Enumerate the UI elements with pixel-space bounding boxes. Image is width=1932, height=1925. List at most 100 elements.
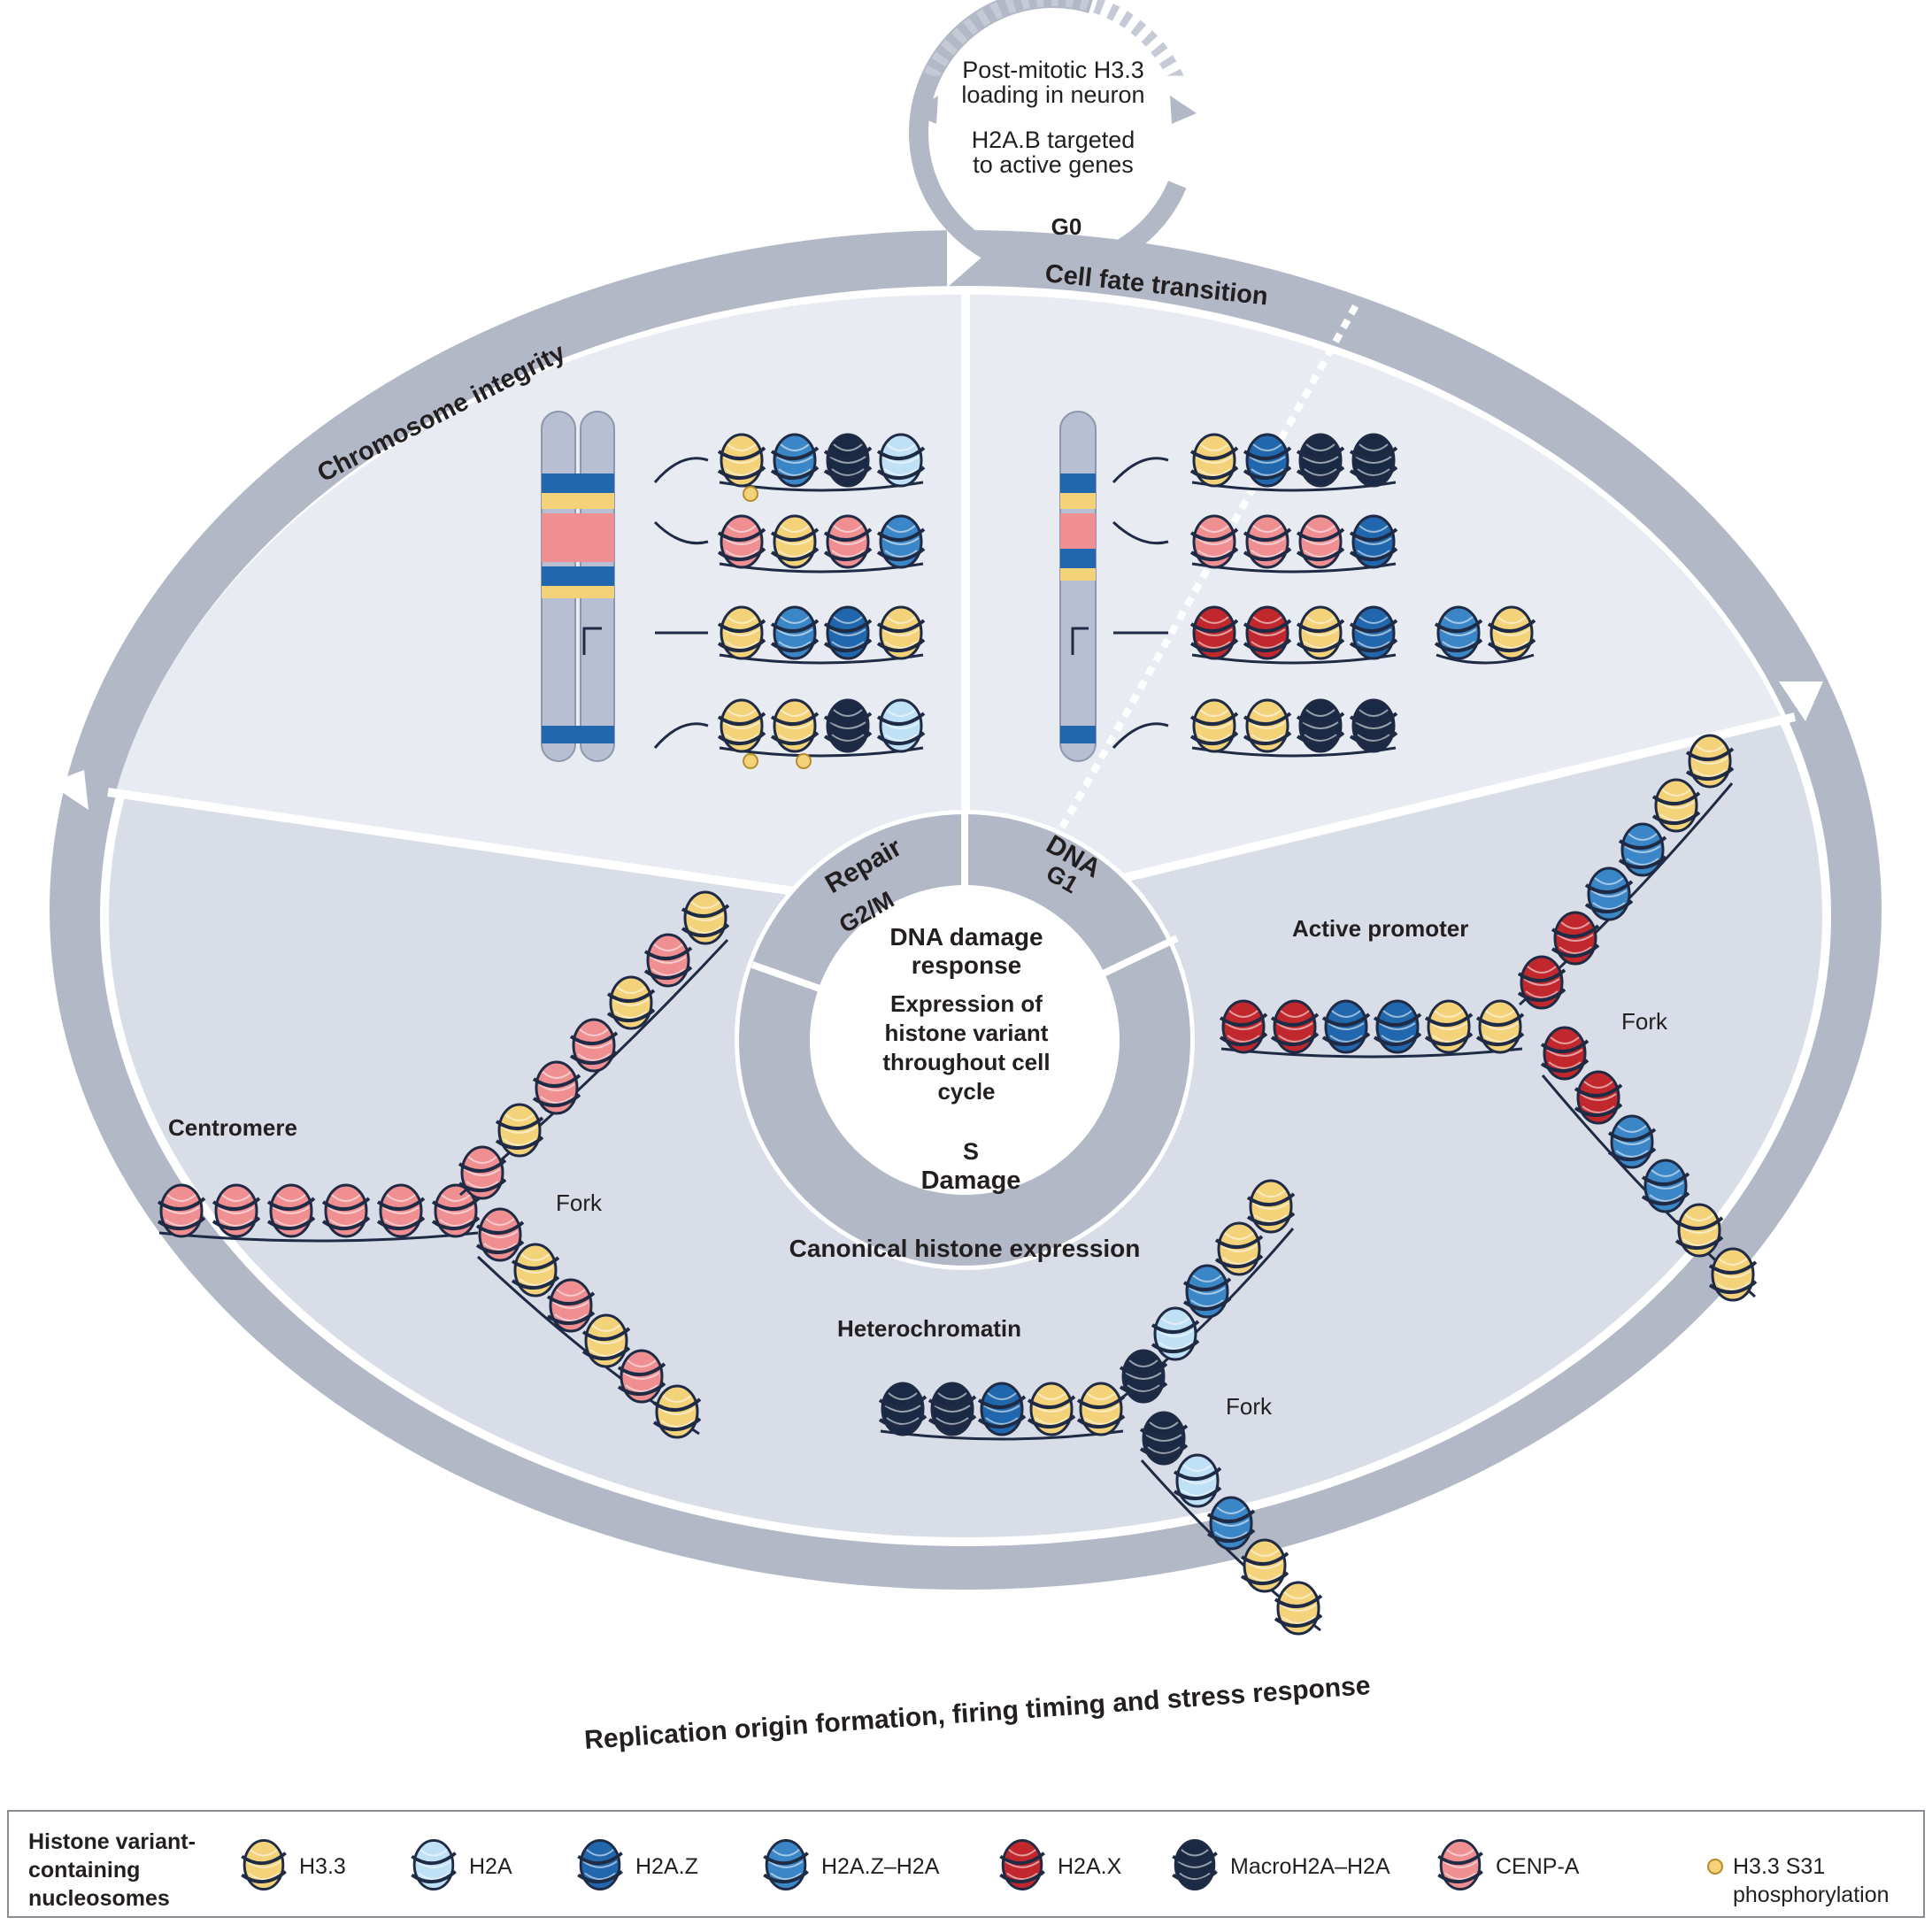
inner-label-s: S: [963, 1138, 979, 1165]
h2az-nucleosome-icon: [1349, 514, 1398, 569]
cenpa-nucleosome-icon: [546, 1278, 596, 1333]
cenpa-nucleosome-icon: [212, 1183, 261, 1238]
h2ax-nucleosome-icon: [1517, 955, 1566, 1010]
h33-nucleosome-icon: [511, 1243, 560, 1297]
h2az-nucleosome-icon: [1243, 433, 1292, 488]
dashed-divider: [1058, 299, 1362, 829]
h2ax-nucleosome-icon: [1219, 999, 1268, 1054]
h33-nucleosome-icon: [1076, 1382, 1126, 1436]
inner-label-damage: Damage: [921, 1167, 1021, 1195]
h33-nucleosome-icon: [1027, 1382, 1076, 1436]
cenpa-nucleosome-icon: [321, 1183, 371, 1238]
h33-nucleosome-icon: [1424, 999, 1474, 1054]
g0-note2-line2: to active genes: [973, 151, 1134, 178]
h2az-h2a-nucleosome-icon: [1607, 1114, 1657, 1169]
legend: Histone variant- containing nucleosomes …: [7, 1810, 1925, 1918]
h33-nucleosome-icon: [1708, 1247, 1758, 1302]
legend-phospho-line2: phosphorylation: [1733, 1883, 1890, 1907]
phosphorylation-dot-icon: [743, 486, 758, 502]
ring-label-replication: Replication origin formation, firing tim…: [583, 1671, 1371, 1755]
macroh2a-h2a-nucleosome-icon: [1171, 1838, 1219, 1891]
chromosome-arrows: [653, 457, 1169, 750]
inner-center: [810, 885, 1120, 1195]
h2ax-nucleosome-icon: [1574, 1070, 1623, 1125]
legend-item-label: H3.3: [299, 1854, 346, 1879]
label-canonical-histone-expression: Canonical histone expression: [789, 1235, 1141, 1262]
h33-nucleosome-icon: [681, 890, 730, 945]
h2az-h2a-nucleosome-icon: [876, 514, 926, 569]
center-title-line2: response: [912, 951, 1022, 979]
h2a-nucleosome-icon: [1151, 1306, 1200, 1361]
h2az-h2a-nucleosome-icon: [1584, 866, 1634, 921]
h33-nucleosome-icon: [1189, 433, 1239, 488]
h2ax-nucleosome-icon: [998, 1838, 1046, 1891]
h2ax-nucleosome-icon: [1243, 605, 1292, 660]
dna-strand: [1436, 653, 1535, 665]
chromosome-pair-left: [541, 411, 615, 762]
cenpa-nucleosome-icon: [569, 1018, 619, 1073]
h2az-h2a-nucleosome-icon: [770, 605, 820, 660]
h33-nucleosome-icon: [1246, 1179, 1296, 1234]
h33-nucleosome-icon: [717, 698, 766, 753]
phosphorylation-dot-icon: [796, 753, 812, 769]
h33-nucleosome-icon: [1189, 698, 1239, 753]
cenpa-nucleosome-icon: [1296, 514, 1345, 569]
dna-strand: [1220, 1047, 1523, 1059]
dna-strand: [158, 1231, 479, 1243]
h33-nucleosome-icon: [1296, 605, 1345, 660]
chromosome-right: [1059, 411, 1097, 762]
h33-nucleosome-icon: [1214, 1221, 1264, 1276]
h33-nucleosome-icon: [652, 1384, 702, 1439]
legend-phospho-line1: H3.3 S31: [1733, 1854, 1825, 1879]
h33-nucleosome-icon: [717, 605, 766, 660]
label-active-promoter: Active promoter: [1292, 915, 1468, 942]
macroh2a-h2a-nucleosome-icon: [1296, 698, 1345, 753]
cenpa-nucleosome-icon: [532, 1060, 581, 1115]
h33-nucleosome-icon: [1240, 1538, 1289, 1593]
macroh2a-h2a-nucleosome-icon: [1119, 1349, 1168, 1404]
h2az-nucleosome-icon: [1349, 605, 1398, 660]
h33-nucleosome-icon: [770, 698, 820, 753]
legend-item-label: CENP-A: [1496, 1854, 1580, 1879]
h33-nucleosome-icon: [495, 1103, 544, 1158]
h2ax-nucleosome-icon: [1551, 911, 1600, 966]
h33-nucleosome-icon: [1674, 1203, 1724, 1258]
label-fork-centromere: Fork: [556, 1190, 603, 1216]
g0-note1-line2: loading in neuron: [961, 81, 1144, 108]
macroh2a-h2a-nucleosome-icon: [823, 433, 873, 488]
h2az-nucleosome-icon: [576, 1838, 624, 1891]
h33-nucleosome-icon: [1685, 734, 1735, 789]
macroh2a-h2a-nucleosome-icon: [1296, 433, 1345, 488]
h33-nucleosome-icon: [876, 605, 926, 660]
phosphorylation-dot-icon: [743, 753, 758, 769]
h2az-nucleosome-icon: [1373, 999, 1422, 1054]
ring-arrowhead-right: [1779, 681, 1823, 721]
h33-nucleosome-icon: [1274, 1581, 1323, 1636]
h33-nucleosome-icon: [717, 433, 766, 488]
h2ax-nucleosome-icon: [1189, 605, 1239, 660]
h2az-h2a-nucleosome-icon: [770, 433, 820, 488]
h2az-h2a-nucleosome-icon: [1618, 822, 1667, 877]
g0-label: G0: [1051, 213, 1082, 240]
cenpa-nucleosome-icon: [458, 1145, 507, 1200]
h2az-h2a-nucleosome-icon: [1434, 605, 1483, 660]
center-body-line2: histone variant: [885, 1020, 1049, 1046]
center-title-line1: DNA damage: [889, 923, 1043, 951]
legend-item-label: H2A: [469, 1854, 512, 1879]
macroh2a-h2a-nucleosome-icon: [878, 1382, 928, 1436]
legend-title-line1: Histone variant-: [28, 1829, 196, 1854]
cenpa-nucleosome-icon: [266, 1183, 316, 1238]
h33-nucleosome-icon: [1475, 999, 1525, 1054]
g0-arrowhead-right: [1170, 96, 1197, 124]
h2az-h2a-nucleosome-icon: [1182, 1264, 1232, 1319]
cenpa-nucleosome-icon: [643, 933, 693, 988]
h2a-nucleosome-icon: [1173, 1453, 1222, 1508]
h33-nucleosome-icon: [1243, 698, 1292, 753]
h33-nucleosome-icon: [770, 514, 820, 569]
label-fork-heterochromatin: Fork: [1226, 1393, 1273, 1420]
h2a-nucleosome-icon: [876, 433, 926, 488]
h2ax-nucleosome-icon: [1540, 1026, 1589, 1081]
macroh2a-h2a-nucleosome-icon: [1139, 1411, 1189, 1466]
cenpa-nucleosome-icon: [1243, 514, 1292, 569]
